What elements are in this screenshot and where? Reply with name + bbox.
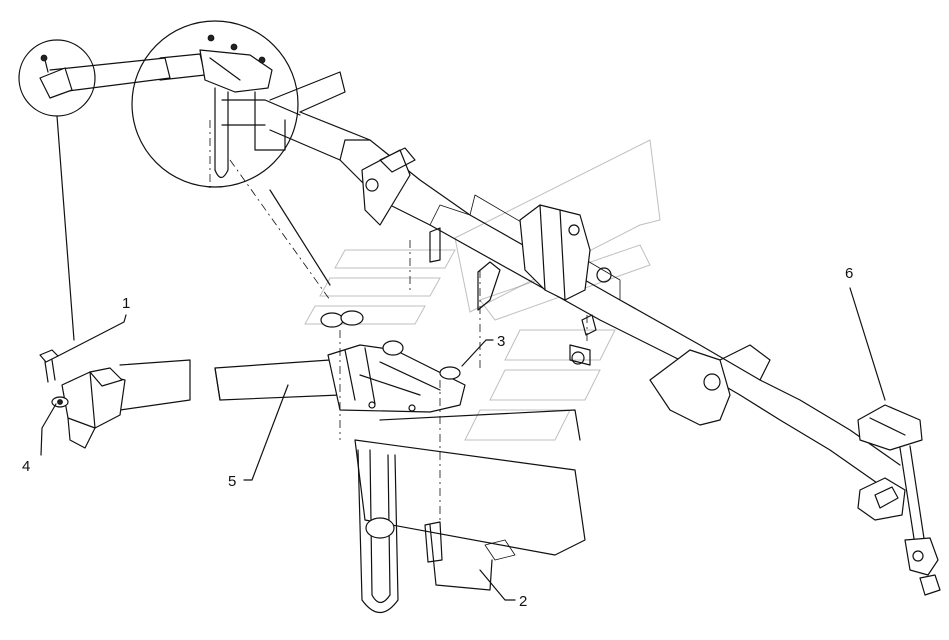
- callout-2: 2: [519, 593, 527, 610]
- callout-4: 4: [22, 458, 30, 475]
- leader-3: [461, 339, 494, 367]
- leader-2: [479, 569, 516, 601]
- detail-zoom-small: [18, 39, 171, 117]
- leader-4: [40, 403, 57, 456]
- callout-6: 6: [845, 265, 853, 282]
- callout-3: 3: [497, 333, 505, 350]
- alignment-lines: [209, 120, 588, 520]
- main-frame: [269, 71, 906, 521]
- detail-zoom-large: [131, 20, 301, 188]
- callout-labels: 1 2 3 4 5 6: [22, 265, 853, 610]
- part-2-u-bolt: [354, 409, 586, 614]
- leader-6: [849, 287, 886, 401]
- callout-5: 5: [228, 473, 236, 490]
- leader-detail-to-part-1: [56, 115, 75, 341]
- leader-detail-to-part-5: [269, 189, 331, 286]
- part-5-tube-plate: [214, 310, 466, 413]
- part-6-rod-bracket: [857, 404, 941, 596]
- leader-1: [57, 314, 127, 357]
- leader-lines: [40, 115, 886, 601]
- part-1-bolt-bracket: [39, 349, 191, 449]
- leader-5: [243, 384, 289, 481]
- callout-1: 1: [122, 295, 130, 312]
